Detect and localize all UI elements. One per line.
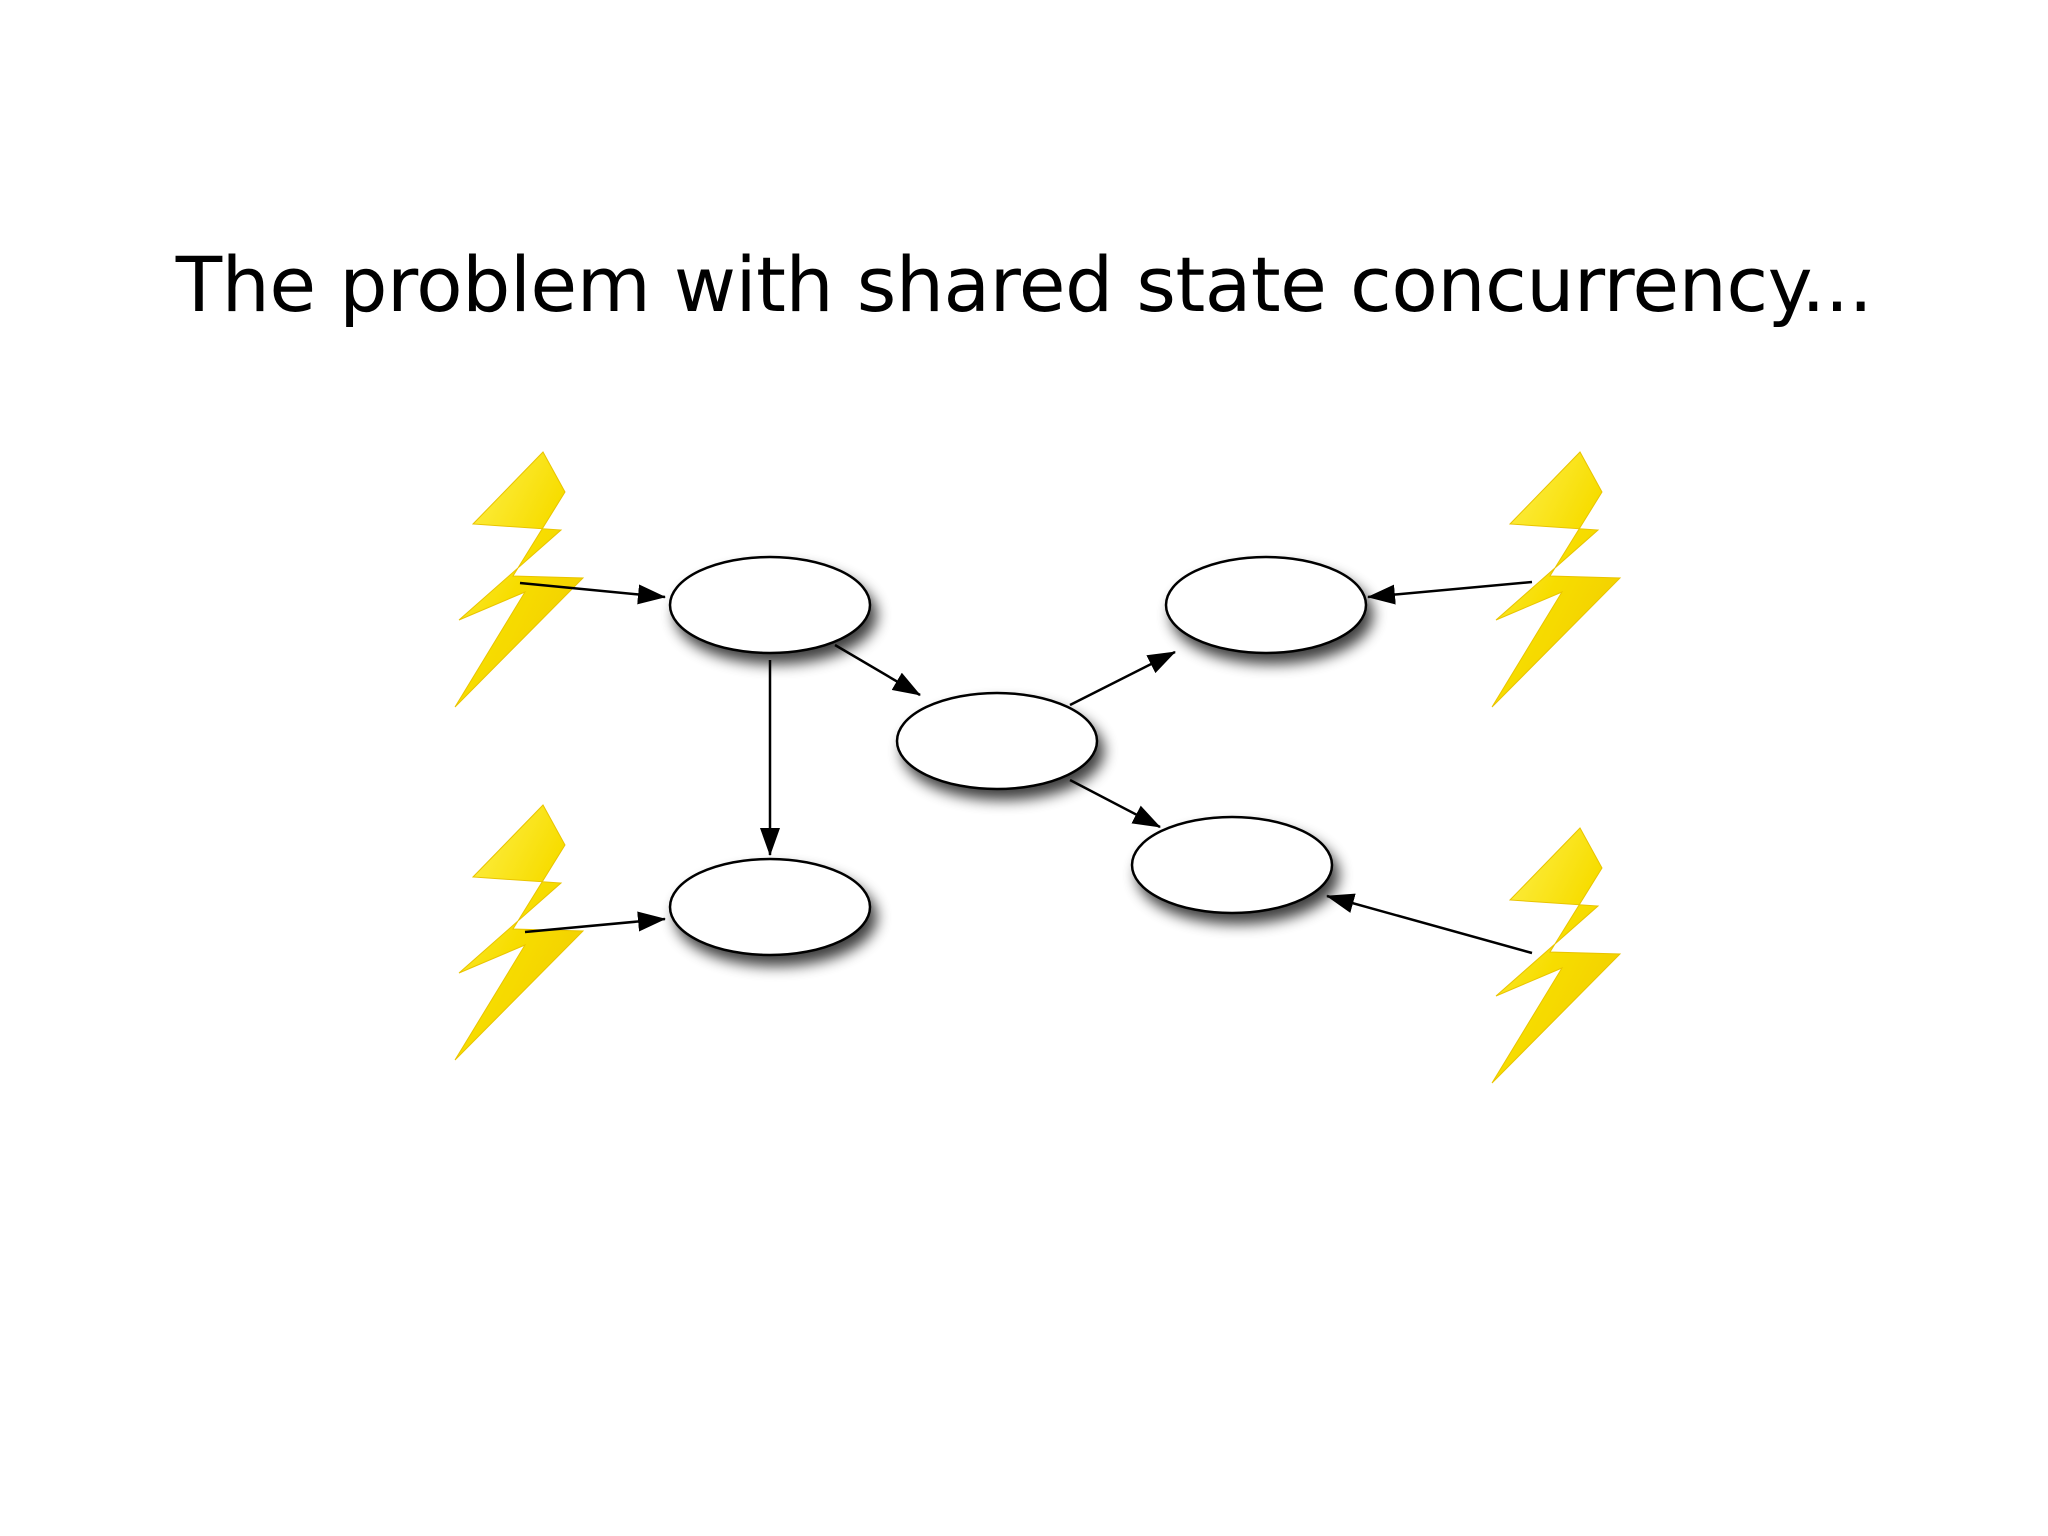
edge-center-to-bottom-right (1069, 778, 1161, 829)
edge-bolt-to-top-left (519, 581, 666, 605)
edge-bolt-to-top-right (1367, 580, 1533, 605)
slide-title: The problem with shared state concurrenc… (175, 240, 1873, 329)
edge-top-left-to-center (834, 643, 921, 697)
edge-center-to-top-right (1069, 650, 1176, 707)
node-bottom-right (1130, 815, 1334, 915)
node-top-right (1164, 555, 1368, 655)
node-top-left (668, 555, 872, 655)
lightning-bolt-icon (1491, 827, 1622, 1084)
node-bottom-left (668, 857, 872, 957)
edge-bolt-to-bottom-left (524, 911, 666, 934)
node-center (895, 691, 1099, 791)
lightning-bolt-icon (454, 451, 585, 708)
lightning-bolt-icon (1491, 451, 1622, 708)
edge-bolt-to-bottom-right (1326, 893, 1533, 955)
lightning-bolt-icon (454, 804, 585, 1061)
